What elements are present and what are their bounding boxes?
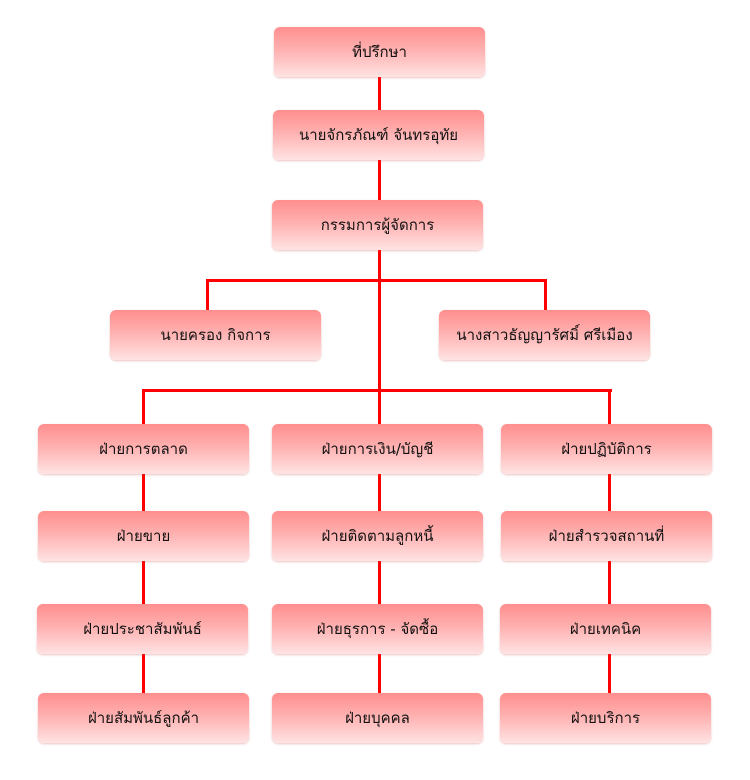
box-deputy-left: นายครอง กิจการ	[110, 310, 321, 360]
connector-line	[378, 250, 381, 392]
box-advisor: ที่ปรึกษา	[274, 27, 485, 77]
box-public-relations: ฝ่ายประชาสัมพันธ์	[37, 604, 248, 654]
box-service: ฝ่ายบริการ	[500, 693, 711, 743]
connector-line	[544, 279, 547, 310]
connector-line	[142, 389, 612, 392]
box-chairman: นายจักรภัณฑ์ จันทรอุทัย	[273, 110, 484, 160]
box-admin-purchasing: ฝ่ายธุรการ - จัดซื้อ	[272, 604, 483, 654]
box-marketing: ฝ่ายการตลาด	[38, 424, 249, 474]
box-managing-director: กรรมการผู้จัดการ	[272, 200, 483, 250]
connector-line	[206, 279, 209, 310]
box-operations: ฝ่ายปฏิบัติการ	[501, 424, 712, 474]
connector-line	[378, 160, 381, 200]
box-sales: ฝ่ายขาย	[38, 511, 249, 561]
box-debt-collection: ฝ่ายติดตามลูกหนี้	[272, 511, 483, 561]
box-personnel: ฝ่ายบุคคล	[272, 693, 483, 743]
box-site-survey: ฝ่ายสำรวจสถานที่	[501, 511, 712, 561]
connector-line	[378, 77, 381, 110]
box-customer-relations: ฝ่ายสัมพันธ์ลูกค้า	[38, 693, 249, 743]
box-deputy-right: นางสาวธัญญารัศมิ์ ศรีเมือง	[439, 310, 650, 360]
box-finance: ฝ่ายการเงิน/บัญชี	[272, 424, 483, 474]
connector-line	[206, 279, 547, 282]
box-technical: ฝ่ายเทคนิค	[500, 604, 711, 654]
